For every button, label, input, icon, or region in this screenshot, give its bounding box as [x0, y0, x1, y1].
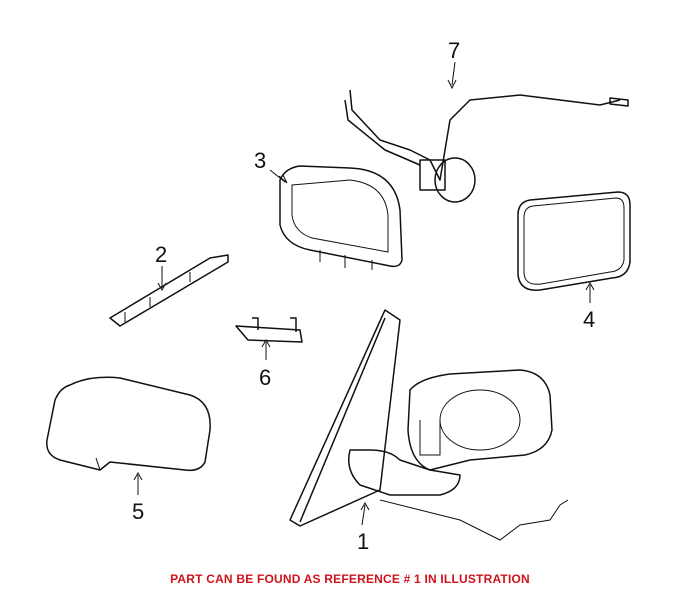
callout-1: 1	[357, 529, 369, 554]
part-5-mirror-cover	[46, 376, 211, 472]
part-3-mirror-housing-frame	[279, 165, 403, 270]
part-7-wiring-harness	[344, 89, 629, 203]
callout-2: 2	[155, 242, 167, 267]
part-1-mirror-assembly	[289, 309, 569, 541]
callout-7: 7	[448, 38, 460, 63]
callout-5: 5	[132, 499, 144, 524]
reference-note: PART CAN BE FOUND AS REFERENCE # 1 IN IL…	[170, 572, 530, 586]
part-4-mirror-glass	[517, 191, 631, 291]
part-2-bracket-strip	[109, 254, 229, 327]
callout-3: 3	[254, 148, 266, 173]
part-6-clip	[235, 317, 303, 343]
callout-4: 4	[583, 307, 595, 332]
callout-leaders	[133, 61, 595, 526]
callout-6: 6	[259, 365, 271, 390]
